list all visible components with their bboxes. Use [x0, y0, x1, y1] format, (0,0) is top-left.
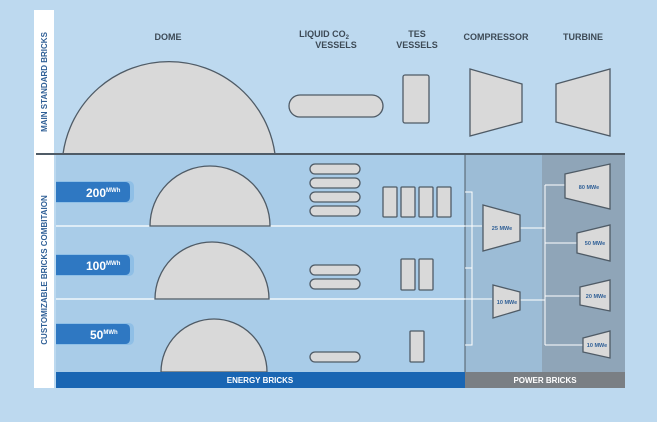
- turbine-label-20: 20 MWe: [586, 294, 606, 300]
- power-bricks-bar: [465, 372, 625, 388]
- turbine-label-50: 50 MWe: [585, 241, 605, 247]
- capacity-tab-50: [56, 324, 130, 344]
- turbine-50: [576, 224, 611, 262]
- capacity-label-50: 50MWh: [90, 328, 118, 342]
- liquid-vessel: [309, 205, 361, 217]
- compressor-label-10: 10 MWe: [497, 300, 517, 306]
- header-dome: DOME: [155, 32, 182, 42]
- tes-vessel: [418, 258, 434, 291]
- standard-liquid-vessel-shape: [288, 94, 384, 118]
- liquid-vessel: [309, 264, 361, 276]
- capacity-label-100: 100MWh: [86, 259, 121, 273]
- capacity-tab-200: [56, 182, 130, 202]
- dome-200: [149, 165, 271, 227]
- side-label-custom: CUSTOMIZABLE BRICKS COMBITAION: [40, 195, 49, 345]
- tes-vessel: [418, 186, 434, 218]
- energy-bricks-bar: [56, 372, 465, 388]
- side-label-column: [34, 10, 54, 388]
- power-bricks-label: POWER BRICKS: [513, 376, 577, 385]
- liquid-vessel: [309, 163, 361, 175]
- compressor-label-25: 25 MWe: [492, 226, 512, 232]
- capacity-label-200: 200MWh: [86, 186, 121, 200]
- liquid-vessel: [309, 191, 361, 203]
- standard-turbine-shape: [555, 68, 611, 137]
- side-label-main: MAIN STANDARD BRICKS: [40, 31, 49, 132]
- turbine-20: [579, 279, 611, 312]
- turbine-10: [582, 330, 611, 359]
- compressor-25: [482, 204, 521, 252]
- standard-dome-shape: [62, 60, 276, 155]
- tes-vessel: [409, 330, 425, 363]
- liquid-vessel: [309, 278, 361, 290]
- turbine-label-10: 10 MWe: [587, 343, 607, 349]
- liquid-vessel: [309, 177, 361, 189]
- header-tes: TES: [408, 29, 426, 39]
- dome-100: [154, 241, 270, 300]
- dome-50: [160, 318, 268, 373]
- tes-vessel: [436, 186, 452, 218]
- liquid-vessel: [309, 351, 361, 363]
- tes-vessel: [382, 186, 398, 218]
- header-compressor: COMPRESSOR: [463, 32, 529, 42]
- turbine-label-80: 80 MWe: [579, 185, 599, 191]
- standard-compressor-shape: [469, 68, 523, 137]
- header-tes-vessels: VESSELS: [396, 40, 438, 50]
- header-liquid-vessels: VESSELS: [315, 40, 357, 50]
- compressor-10: [492, 284, 521, 319]
- capacity-tab-100: [56, 255, 130, 275]
- header-liquid-co2: LIQUID CO2: [299, 29, 350, 41]
- tes-vessel: [400, 186, 416, 218]
- header-turbine: TURBINE: [563, 32, 603, 42]
- energy-bricks-label: ENERGY BRICKS: [227, 376, 294, 385]
- standard-tes-vessel-shape: [402, 74, 430, 124]
- tes-vessel: [400, 258, 416, 291]
- turbine-80: [564, 163, 611, 210]
